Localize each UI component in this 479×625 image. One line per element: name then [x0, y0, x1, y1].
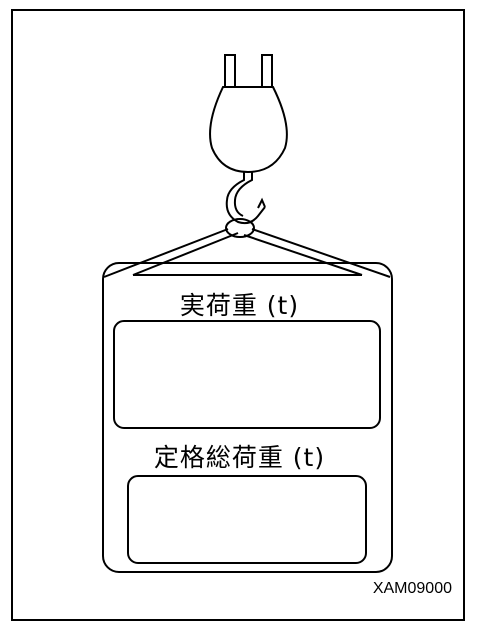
hook-prong-right: [261, 54, 273, 88]
cord-left-inner: [132, 232, 239, 276]
hook-shank: [225, 172, 266, 225]
cord-right-inner: [243, 234, 363, 276]
rated-total-load-label: 定格総荷重 (t): [153, 443, 326, 472]
hook-tip: [257, 197, 266, 209]
ring: [225, 218, 255, 238]
actual-load-box: [113, 320, 381, 429]
rated-total-load-box: [127, 475, 367, 564]
cord-right-outer: [251, 228, 391, 278]
hook-prong-left: [224, 54, 236, 88]
hook-inner: [233, 172, 253, 217]
figure-code: XAM09000: [372, 580, 452, 597]
actual-load-label: 実荷重 (t): [179, 291, 300, 320]
hook-block: [209, 86, 288, 174]
figure-frame: [11, 9, 465, 621]
load-plate: [102, 262, 393, 573]
cord-left-outer: [103, 228, 229, 278]
